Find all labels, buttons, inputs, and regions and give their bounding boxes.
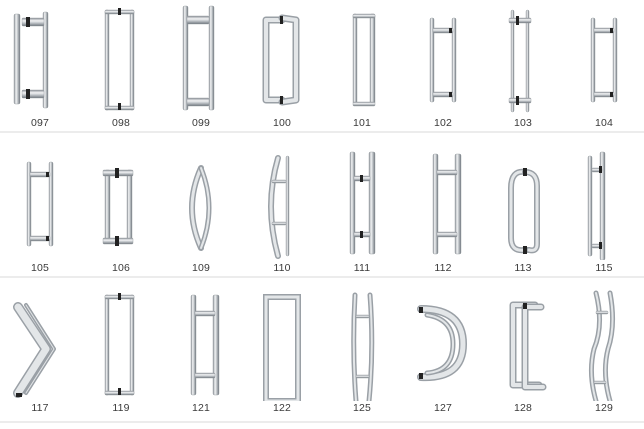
door-handle-icon [322,289,402,401]
product-item[interactable]: 129 [564,289,644,421]
door-handle-icon [483,148,563,260]
product-code: 121 [191,402,211,414]
product-item[interactable]: 115 [564,148,644,276]
door-handle-icon [81,4,161,116]
door-handle-icon [0,289,80,401]
product-code: 117 [31,402,49,414]
row-divider [0,421,644,423]
product-item[interactable]: 125 [322,289,402,421]
door-handle-icon [161,4,241,116]
catalog-row: 097 098 [0,4,644,131]
product-item[interactable]: 104 [564,4,644,131]
product-item[interactable]: 119 [81,289,161,421]
product-code: 109 [191,262,211,274]
door-handle-icon [564,148,644,260]
product-code: 104 [594,117,614,129]
door-handle-icon [403,148,483,260]
door-handle-icon [564,4,644,116]
catalog-row: 117 119 [0,289,644,421]
door-handle-icon [161,289,241,401]
catalog-row: 105 106 [0,148,644,276]
product-code: 100 [272,117,292,129]
product-item[interactable]: 103 [483,4,563,131]
door-handle-icon [483,289,563,401]
product-code: 128 [513,402,533,414]
product-item[interactable]: 102 [403,4,483,131]
door-handle-icon [403,289,483,401]
product-code: 098 [111,117,131,129]
product-code: 110 [273,262,291,274]
door-handle-icon [0,148,80,260]
product-item[interactable]: 117 [0,289,80,421]
door-handle-icon [483,4,563,116]
product-item[interactable]: 101 [322,4,402,131]
door-handle-icon [0,4,80,116]
product-item[interactable]: 127 [403,289,483,421]
product-code: 101 [352,117,372,129]
product-code: 102 [433,117,453,129]
product-item[interactable]: 106 [81,148,161,276]
product-code: 115 [595,262,613,274]
product-code: 111 [353,262,371,274]
product-item[interactable]: 109 [161,148,241,276]
product-item[interactable]: 100 [242,4,322,131]
product-code: 105 [30,262,50,274]
product-item[interactable]: 128 [483,289,563,421]
product-code: 122 [272,402,292,414]
product-item[interactable]: 110 [242,148,322,276]
product-item[interactable]: 113 [483,148,563,276]
product-item[interactable]: 105 [0,148,80,276]
door-handle-icon [242,4,322,116]
product-item[interactable]: 099 [161,4,241,131]
row-divider [0,131,644,133]
door-handle-icon [81,148,161,260]
door-handle-icon [322,148,402,260]
door-handle-icon [242,148,322,260]
product-code: 112 [434,262,452,274]
product-item[interactable]: 121 [161,289,241,421]
product-code: 106 [111,262,131,274]
door-handle-icon [161,148,241,260]
product-code: 113 [514,262,532,274]
door-handle-icon [564,289,644,401]
product-code: 099 [191,117,211,129]
product-code: 125 [352,402,372,414]
door-handle-icon [322,4,402,116]
product-code: 103 [513,117,533,129]
door-handle-icon [81,289,161,401]
product-code: 127 [433,402,453,414]
door-handle-icon [403,4,483,116]
product-item[interactable]: 122 [242,289,322,421]
product-item[interactable]: 098 [81,4,161,131]
door-handle-icon [242,289,322,401]
product-item[interactable]: 111 [322,148,402,276]
product-item[interactable]: 097 [0,4,80,131]
product-item[interactable]: 112 [403,148,483,276]
product-code: 129 [594,402,614,414]
row-divider [0,276,644,278]
product-code: 119 [112,402,130,414]
product-code: 097 [30,117,50,129]
